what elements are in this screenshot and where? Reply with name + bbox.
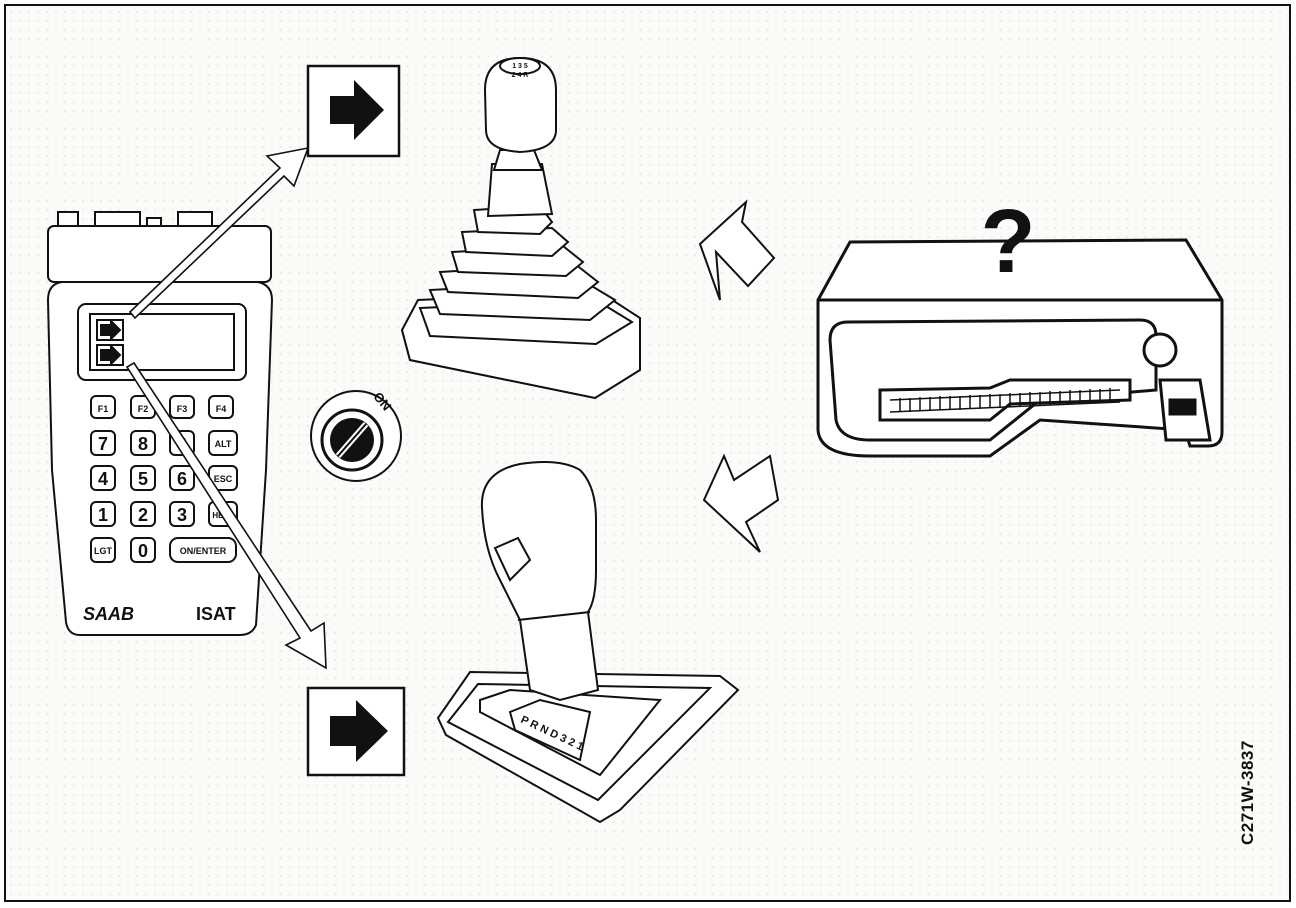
question-mark-icon: ? [981, 192, 1036, 292]
key-7-label: 7 [98, 434, 108, 454]
gear-pattern-top: 1 3 5 [512, 63, 528, 70]
key-alt-label: ALT [215, 439, 232, 449]
display-arrow-icon [97, 345, 123, 365]
key-f3-label: F3 [177, 404, 188, 414]
key-f1-label: F1 [98, 404, 109, 414]
boxed-arrow-icon-lower [308, 688, 404, 775]
key-on-enter-label: ON/ENTER [180, 546, 227, 556]
key-2-label: 2 [138, 505, 148, 525]
key-3-label: 3 [177, 505, 187, 525]
key-6-label: 6 [177, 469, 187, 489]
key-f4-label: F4 [216, 404, 227, 414]
key-f2-label: F2 [138, 404, 149, 414]
isat-tester [48, 212, 272, 635]
key-8-label: 8 [138, 434, 148, 454]
key-4-label: 4 [98, 469, 108, 489]
boxed-arrow-icon-upper [308, 66, 399, 156]
figure-code: C271W-3837 [1238, 740, 1258, 845]
saab-logo: SAAB [83, 604, 134, 624]
key-5-label: 5 [138, 469, 148, 489]
display-arrow-icon [97, 320, 123, 340]
gear-pattern-bottom: 2 4 R [512, 72, 529, 79]
key-0-label: 0 [138, 541, 148, 561]
key-1-label: 1 [98, 505, 108, 525]
key-esc-label: ESC [214, 474, 233, 484]
key-lgt-label: LGT [94, 546, 112, 556]
isat-label: ISAT [196, 604, 236, 624]
